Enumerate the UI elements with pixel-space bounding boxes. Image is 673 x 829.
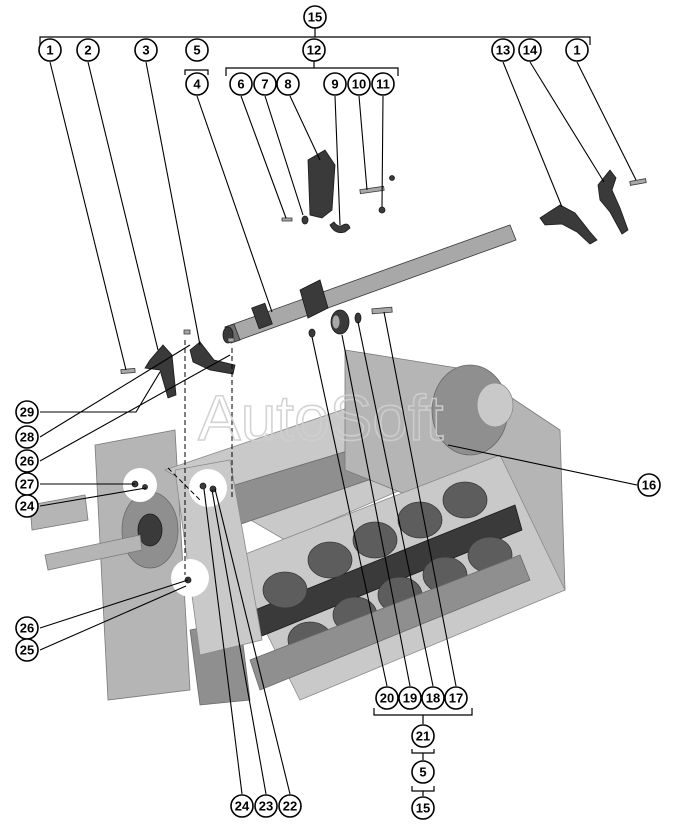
callout-15-bottom[interactable]: 15 — [411, 796, 435, 820]
callout-1-right[interactable]: 1 — [565, 38, 589, 62]
callout-5-bottom[interactable]: 5 — [411, 760, 435, 784]
callout-22[interactable]: 22 — [278, 794, 302, 818]
callout-23[interactable]: 23 — [254, 794, 278, 818]
callout-8[interactable]: 8 — [276, 72, 300, 96]
watermark-text: AutoSoft — [198, 382, 444, 454]
ring-20 — [308, 328, 316, 338]
callout-24-left[interactable]: 24 — [15, 494, 39, 518]
callout-21[interactable]: 21 — [411, 724, 435, 748]
callout-brackets — [39, 28, 591, 796]
washer-7 — [301, 215, 309, 225]
callout-7[interactable]: 7 — [253, 72, 277, 96]
nut-11b — [389, 175, 395, 181]
rotor-housing — [29, 349, 566, 706]
assembly-dashed-lines — [167, 340, 233, 575]
washer-18 — [354, 312, 362, 324]
pin-10 — [359, 185, 385, 195]
hook-9 — [329, 221, 351, 234]
leader-lines — [39, 61, 638, 795]
left-shaft-stub — [44, 534, 143, 571]
rivet — [227, 337, 235, 343]
roller-19-face — [331, 314, 341, 330]
callout-26-upper[interactable]: 26 — [15, 449, 39, 473]
shaft-collar — [251, 302, 273, 330]
highlight-circle-upper — [123, 468, 157, 502]
callout-1-left[interactable]: 1 — [38, 38, 62, 62]
pin-1-right — [629, 178, 647, 186]
bolt-6 — [281, 217, 293, 222]
left-bearing-center — [137, 513, 163, 547]
callout-10[interactable]: 10 — [347, 72, 371, 96]
bracket-8 — [307, 149, 336, 219]
lever-3 — [189, 341, 236, 375]
highlight-circle-mid — [189, 469, 227, 507]
callout-20[interactable]: 20 — [375, 686, 399, 710]
callout-26-lower[interactable]: 26 — [15, 616, 39, 640]
callout-3[interactable]: 3 — [134, 38, 158, 62]
main-shaft — [222, 224, 517, 344]
callout-19[interactable]: 19 — [398, 686, 422, 710]
front-bottom-rail — [249, 554, 531, 691]
callout-17[interactable]: 17 — [444, 686, 468, 710]
pin-1-left — [120, 367, 136, 375]
rivet — [183, 329, 191, 335]
callout-9[interactable]: 9 — [323, 72, 347, 96]
lever-14 — [597, 169, 629, 235]
callout-16[interactable]: 16 — [637, 473, 661, 497]
callout-13[interactable]: 13 — [491, 38, 515, 62]
pin-17 — [371, 306, 393, 315]
left-bracket — [29, 494, 89, 531]
callout-11[interactable]: 11 — [371, 72, 395, 96]
callout-15-top[interactable]: 15 — [303, 5, 327, 29]
callout-12[interactable]: 12 — [302, 38, 326, 62]
callout-4[interactable]: 4 — [185, 72, 209, 96]
callout-24-bottom[interactable]: 24 — [230, 794, 254, 818]
callout-27[interactable]: 27 — [15, 472, 39, 496]
callout-14[interactable]: 14 — [518, 38, 542, 62]
nut-11 — [378, 206, 386, 214]
callout-18[interactable]: 18 — [421, 686, 445, 710]
rotor-discs — [262, 481, 513, 659]
callout-28[interactable]: 28 — [15, 425, 39, 449]
drive-pulley-hub — [476, 382, 514, 428]
callout-29[interactable]: 29 — [15, 400, 39, 424]
bolt-icon — [199, 482, 207, 490]
callout-6[interactable]: 6 — [229, 72, 253, 96]
callout-5-top[interactable]: 5 — [185, 38, 209, 62]
bolt-icon — [209, 485, 217, 493]
callout-25[interactable]: 25 — [15, 638, 39, 662]
lever-13 — [539, 204, 598, 245]
callout-2[interactable]: 2 — [76, 38, 100, 62]
shaft-hub-clamp — [299, 279, 329, 319]
